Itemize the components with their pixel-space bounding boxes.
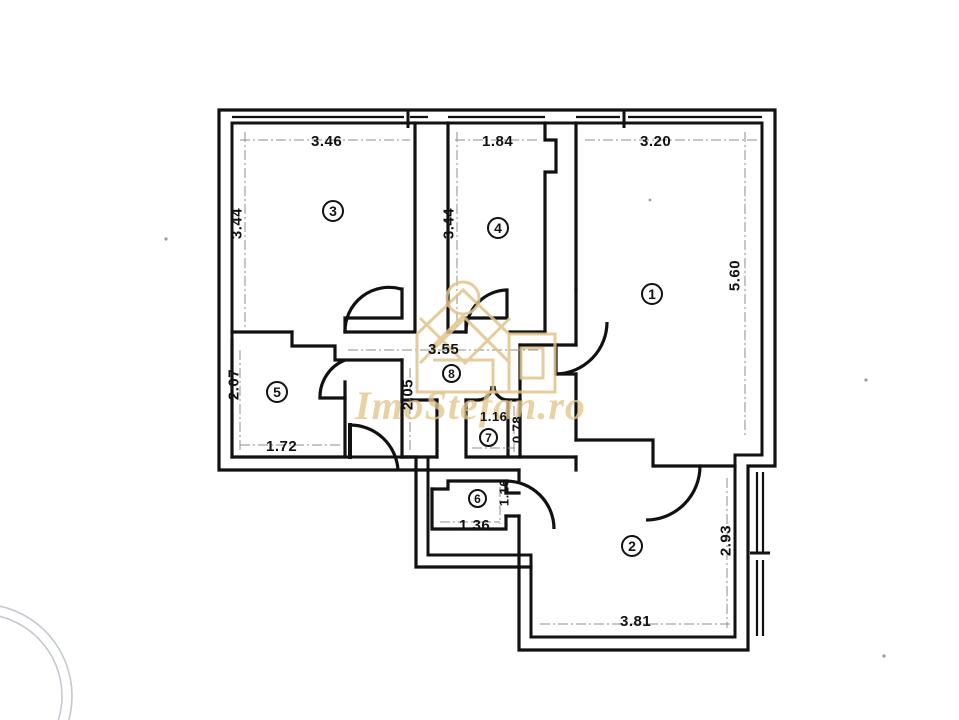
wall-room7-enclosure	[464, 398, 522, 459]
dimension-room2-width: 3.81	[620, 613, 652, 630]
door-arc-room7-a	[477, 385, 494, 402]
wall-hall-bottom-left	[400, 455, 418, 472]
dimension-room5-depth: 2.07	[225, 368, 243, 401]
speckle-right	[864, 378, 868, 382]
dimension-room8-depth: 2.05	[399, 378, 417, 411]
speckle-left	[164, 237, 168, 241]
wall-room3-right	[343, 121, 417, 334]
wall-room5-top	[290, 330, 404, 362]
room-number-6[interactable]: 6	[468, 489, 487, 508]
room-number-8[interactable]: 8	[442, 364, 461, 383]
door-arc-room6	[505, 479, 556, 530]
dimension-lines-group	[239, 132, 757, 628]
door-arc-room4	[464, 288, 508, 333]
door-arc-corridor	[349, 423, 400, 471]
wall-room5-right-upper	[318, 380, 347, 400]
door-arc-room3	[343, 285, 402, 333]
dimension-room1-width: 3.20	[640, 133, 672, 150]
room-number-5[interactable]: 5	[266, 381, 288, 403]
dimension-room4-depth: 3.44	[440, 207, 458, 240]
dimension-room8-width: 3.55	[428, 341, 460, 358]
wall-room4-right	[543, 121, 558, 334]
dimension-room6-depth: 1.16	[496, 478, 512, 507]
door-arc-room2	[645, 465, 702, 522]
window-group-right	[750, 472, 770, 636]
exterior-wall-inner-face	[230, 121, 764, 639]
dimension-room7-width: 1.16	[480, 409, 508, 424]
exterior-wall-outline	[217, 108, 777, 652]
door-arc-room7-b	[492, 385, 509, 402]
room-number-3[interactable]: 3	[322, 200, 344, 222]
wall-outline-group	[217, 108, 777, 652]
dimension-room3-depth: 3.44	[228, 207, 246, 240]
scan-speckle-group	[164, 198, 886, 658]
door-arc-room1	[555, 321, 609, 376]
room-number-7[interactable]: 7	[479, 428, 498, 447]
wall-room6-enclosure	[430, 487, 508, 531]
window-group-top	[232, 110, 762, 128]
room-number-1[interactable]: 1	[641, 283, 663, 305]
wall-room3-door-jamb	[343, 287, 404, 334]
dimension-room7-depth: 0.78	[509, 415, 525, 444]
dimension-room5-width: 1.72	[266, 438, 298, 455]
speckle-room1	[648, 198, 652, 202]
wall-room1-bottom	[574, 438, 702, 468]
dimension-room6-width: 1.36	[459, 517, 491, 534]
dimension-room4-width: 1.84	[482, 133, 514, 150]
dimension-room3-width: 3.46	[311, 133, 343, 150]
wall-room6-top	[430, 479, 508, 495]
dimension-room2-depth: 2.93	[717, 524, 735, 557]
dimension-room1-depth: 5.60	[726, 259, 744, 292]
room-number-2[interactable]: 2	[621, 535, 643, 557]
door-arc-room5	[318, 358, 346, 399]
speckle-bottom-right	[882, 654, 886, 658]
room-number-4[interactable]: 4	[487, 217, 509, 239]
